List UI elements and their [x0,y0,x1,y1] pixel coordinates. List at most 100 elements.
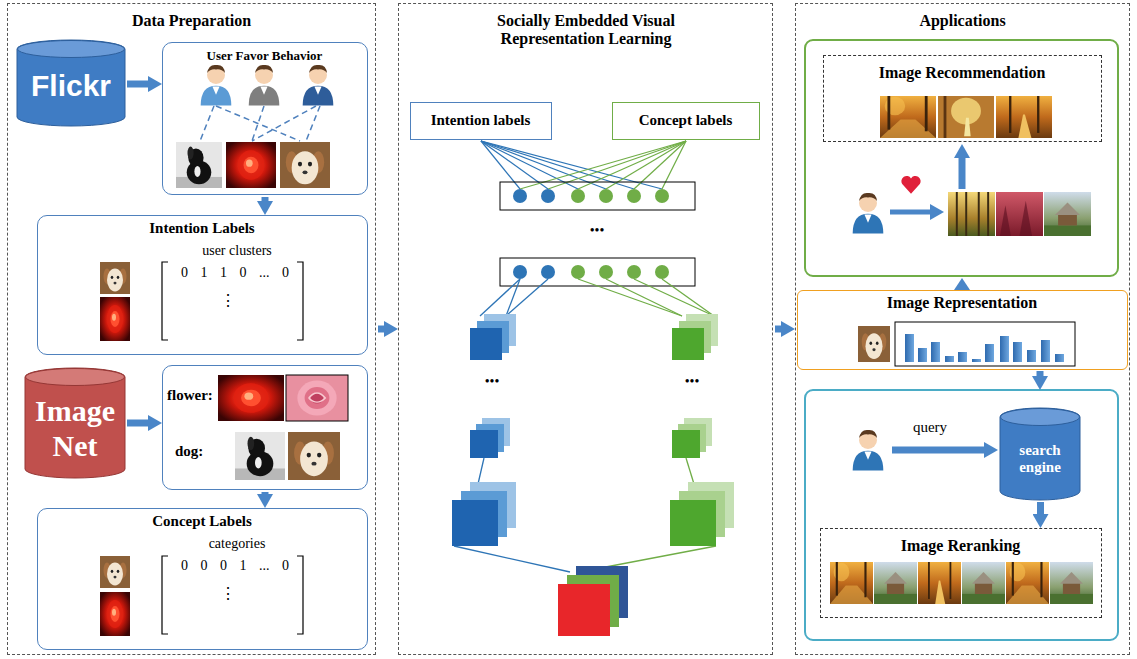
text-slot: Image Representation [798,294,1126,312]
histogram [1041,340,1050,362]
photo-thumbnail [830,562,873,604]
favor-links [216,106,300,141]
node-text: 0 0 0 1 ... 0 [181,558,289,574]
neuron-dot [599,265,613,279]
favor-links [200,106,320,141]
section-panel: Data PreparationFlickrUser Favor Behavio… [7,3,376,655]
histogram [905,334,914,362]
label-slot: ••• [462,372,522,390]
neuron-dot [571,189,585,203]
text-slot: Image Reranking [821,537,1100,555]
section-panel: Socially Embedded Visual Representation … [398,3,773,655]
text-slot: 0 0 0 1 ... 0 [164,556,306,574]
neuron-dot [627,265,641,279]
network-link [578,279,682,316]
flow-arrow [892,447,984,454]
node-title: search engine [1003,442,1077,477]
user-icons [853,430,884,471]
node-title: Image Representation [887,294,1037,312]
histogram [918,348,927,362]
matrix-bracket [297,262,303,340]
neuron-dot [541,189,555,203]
ellipsis-mark: ••• [590,223,605,239]
flow-arrow [959,158,966,189]
application-frame [805,40,1118,276]
application-box: Image Recommendation [823,55,1102,142]
photo-thumbnail [880,96,936,138]
text-slot: Image Net [29,394,121,463]
histogram [931,342,940,362]
application-box: Image Reranking [820,528,1102,618]
text-slot: dog: [175,442,225,460]
feature-map-stack [670,500,716,546]
photo-thumbnail [100,262,130,294]
user-icons [201,65,334,106]
text-slot: ⋮ [188,585,268,603]
photo-thumbnail [996,96,1052,138]
cylinder-body [1000,408,1080,500]
favor-links [306,106,320,141]
text-slot: Intention labels [411,111,550,129]
photo-thumbnail [874,562,917,604]
photo-frame [286,375,348,421]
photo-thumbnail [286,375,348,421]
flow-arrow [127,81,148,88]
node-text: categories [209,536,266,552]
layer-box [500,182,695,210]
ellipsis-mark: ••• [685,374,700,390]
node-title: User Favor Behavior [207,49,323,64]
text-slot: Applications [796,12,1129,30]
node-title: flower: [167,387,213,404]
photo-thumbnail [996,192,1043,236]
node-title: Concept Labels [152,513,252,530]
text-slot: Intention Labels [38,219,366,237]
node-title: Flickr [31,69,111,104]
label-matrix-box: Concept Labels categories 0 0 0 1 ... 0 ⋮ [37,508,368,650]
application-frame [805,390,1118,640]
photo-thumbnail [1006,562,1049,604]
favor-links [200,106,214,141]
node-text: ⋮ [220,585,236,603]
flow-arrow [890,210,930,215]
histogram [905,334,1064,362]
neuron-dot [513,189,669,279]
text-slot: Flickr [17,69,125,104]
label-slot: ••• [567,221,627,239]
photo-thumbnail [288,432,340,480]
node-title: Image Net [29,394,121,463]
neuron-dot [655,189,669,203]
photo-thumbnail [918,562,961,604]
node-title: Image Recommendation [879,64,1046,82]
feature-map-stack [452,500,498,546]
flow-arrow [954,278,970,290]
node-title: Image Reranking [901,537,1021,555]
neuron-dot [599,189,613,203]
flow-arrow [378,326,384,333]
text-slot: Concept Labels [38,512,366,530]
flow-arrow [775,326,781,333]
data-source-cylinder: Flickr [17,40,125,126]
neuron-dot [541,265,555,279]
label-slot: query [900,418,960,436]
histogram [895,322,1075,366]
flow-arrow [127,420,148,427]
label-slot: ••• [662,372,722,390]
text-slot: Image Recommendation [824,64,1100,82]
user-icons [853,193,884,471]
text-slot: categories [176,534,298,552]
representation-box: Image Representation [797,290,1128,370]
network-link [578,279,716,570]
photo-thumbnail [100,297,130,341]
flow-arrow [1037,502,1044,514]
network-link [634,279,714,316]
photo-thumbnail [218,375,284,421]
example-box: flower: dog: [162,365,368,490]
text-slot: search engine [1003,442,1077,477]
text-slot: user clusters [176,241,298,259]
network-link [686,458,694,484]
user-icons [853,193,884,234]
histogram [985,344,994,362]
